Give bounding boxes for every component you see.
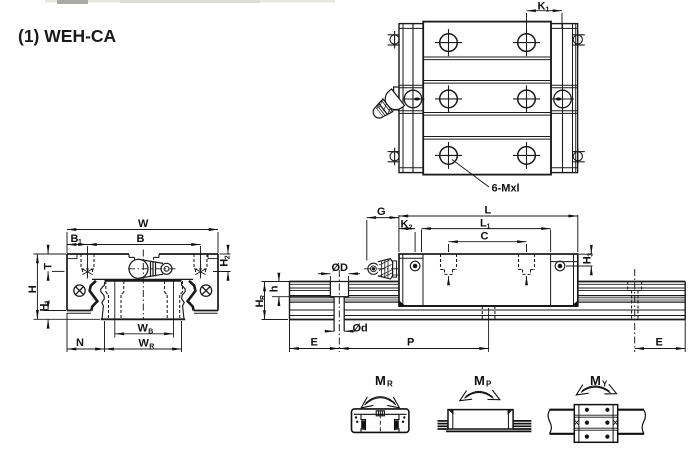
svg-text:1: 1 bbox=[546, 7, 550, 14]
svg-text:L: L bbox=[485, 205, 492, 217]
svg-text:H: H bbox=[27, 285, 39, 293]
svg-text:P: P bbox=[486, 380, 492, 389]
svg-text:1: 1 bbox=[44, 300, 51, 304]
svg-text:H: H bbox=[582, 256, 594, 264]
svg-text:K: K bbox=[538, 1, 546, 13]
svg-text:(1) WEH-CA: (1) WEH-CA bbox=[18, 26, 117, 46]
svg-text:L: L bbox=[480, 217, 487, 229]
svg-text:T: T bbox=[43, 263, 55, 270]
svg-text:W: W bbox=[138, 218, 149, 230]
svg-text:H: H bbox=[254, 300, 266, 308]
svg-text:G: G bbox=[377, 206, 386, 218]
svg-text:W: W bbox=[139, 338, 150, 350]
svg-text:h: h bbox=[268, 285, 280, 292]
svg-text:M: M bbox=[590, 373, 601, 388]
svg-text:R: R bbox=[260, 295, 267, 300]
svg-text:R: R bbox=[387, 380, 393, 389]
svg-text:6-Mxl: 6-Mxl bbox=[492, 183, 520, 195]
svg-text:2: 2 bbox=[409, 225, 413, 232]
svg-text:P: P bbox=[407, 337, 414, 349]
svg-text:W: W bbox=[138, 322, 149, 334]
svg-text:H: H bbox=[38, 304, 50, 312]
svg-text:K: K bbox=[401, 219, 409, 231]
svg-text:1: 1 bbox=[487, 223, 491, 230]
svg-text:C: C bbox=[481, 231, 489, 243]
svg-text:2: 2 bbox=[225, 255, 232, 259]
svg-text:M: M bbox=[474, 373, 485, 388]
svg-text:3: 3 bbox=[588, 253, 595, 257]
svg-text:B: B bbox=[137, 233, 145, 245]
svg-text:M: M bbox=[375, 373, 386, 388]
svg-text:B: B bbox=[71, 233, 79, 245]
svg-text:1: 1 bbox=[78, 239, 82, 246]
svg-text:B: B bbox=[148, 328, 153, 335]
svg-text:E: E bbox=[311, 337, 318, 349]
svg-text:Ød: Ød bbox=[353, 323, 368, 335]
svg-text:ØD: ØD bbox=[332, 262, 349, 274]
svg-text:Y: Y bbox=[602, 380, 608, 389]
svg-text:E: E bbox=[656, 337, 663, 349]
svg-text:R: R bbox=[149, 344, 154, 351]
svg-text:N: N bbox=[76, 337, 84, 349]
svg-text:H: H bbox=[219, 259, 231, 267]
